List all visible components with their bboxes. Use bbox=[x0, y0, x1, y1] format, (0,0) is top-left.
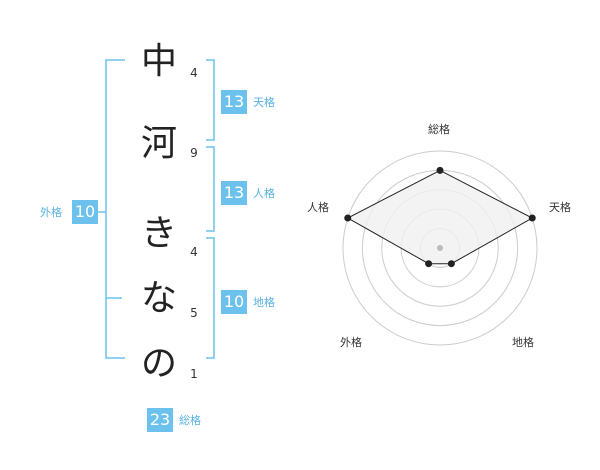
radar-label-jinkaku: 人格 bbox=[307, 201, 329, 214]
radar-point-3 bbox=[425, 260, 433, 268]
chikaku-label: 地格 bbox=[253, 296, 275, 309]
stroke-count-2: 9 bbox=[190, 146, 198, 160]
radar-point-4 bbox=[344, 214, 352, 222]
stroke-count-3: 4 bbox=[190, 245, 198, 259]
radar-point-0 bbox=[436, 166, 444, 174]
radar-polygon bbox=[346, 169, 534, 265]
stroke-count-5: 1 bbox=[190, 367, 198, 381]
gaikaku-label: 外格 bbox=[40, 206, 62, 219]
radar-grid-ring bbox=[342, 150, 538, 346]
gaikaku-value: 10 bbox=[72, 200, 98, 224]
tenkaku-value: 13 bbox=[221, 90, 247, 114]
radar-point-1 bbox=[528, 214, 536, 222]
stroke-count-1: 4 bbox=[190, 66, 198, 80]
radar-label-soukaku: 総格 bbox=[428, 123, 450, 136]
radar-label-chikaku: 地格 bbox=[512, 336, 534, 349]
name-char-3: き bbox=[140, 213, 177, 254]
name-char-4: な bbox=[140, 278, 177, 319]
name-char-2: 河 bbox=[140, 123, 177, 164]
stroke-count-4: 5 bbox=[190, 306, 198, 320]
name-char-5: の bbox=[140, 343, 177, 384]
name-char-1: 中 bbox=[140, 41, 177, 82]
radar-point-2 bbox=[447, 260, 455, 268]
radar-label-gaikaku: 外格 bbox=[340, 336, 362, 349]
radar-center-dot bbox=[437, 245, 443, 251]
jinkaku-value: 13 bbox=[221, 181, 247, 205]
soukaku-label: 総格 bbox=[179, 414, 201, 427]
soukaku-value: 23 bbox=[147, 408, 173, 432]
radar-label-tenkaku: 天格 bbox=[549, 201, 571, 214]
chikaku-value: 10 bbox=[221, 290, 247, 314]
jinkaku-label: 人格 bbox=[253, 187, 275, 200]
tenkaku-label: 天格 bbox=[253, 96, 275, 109]
